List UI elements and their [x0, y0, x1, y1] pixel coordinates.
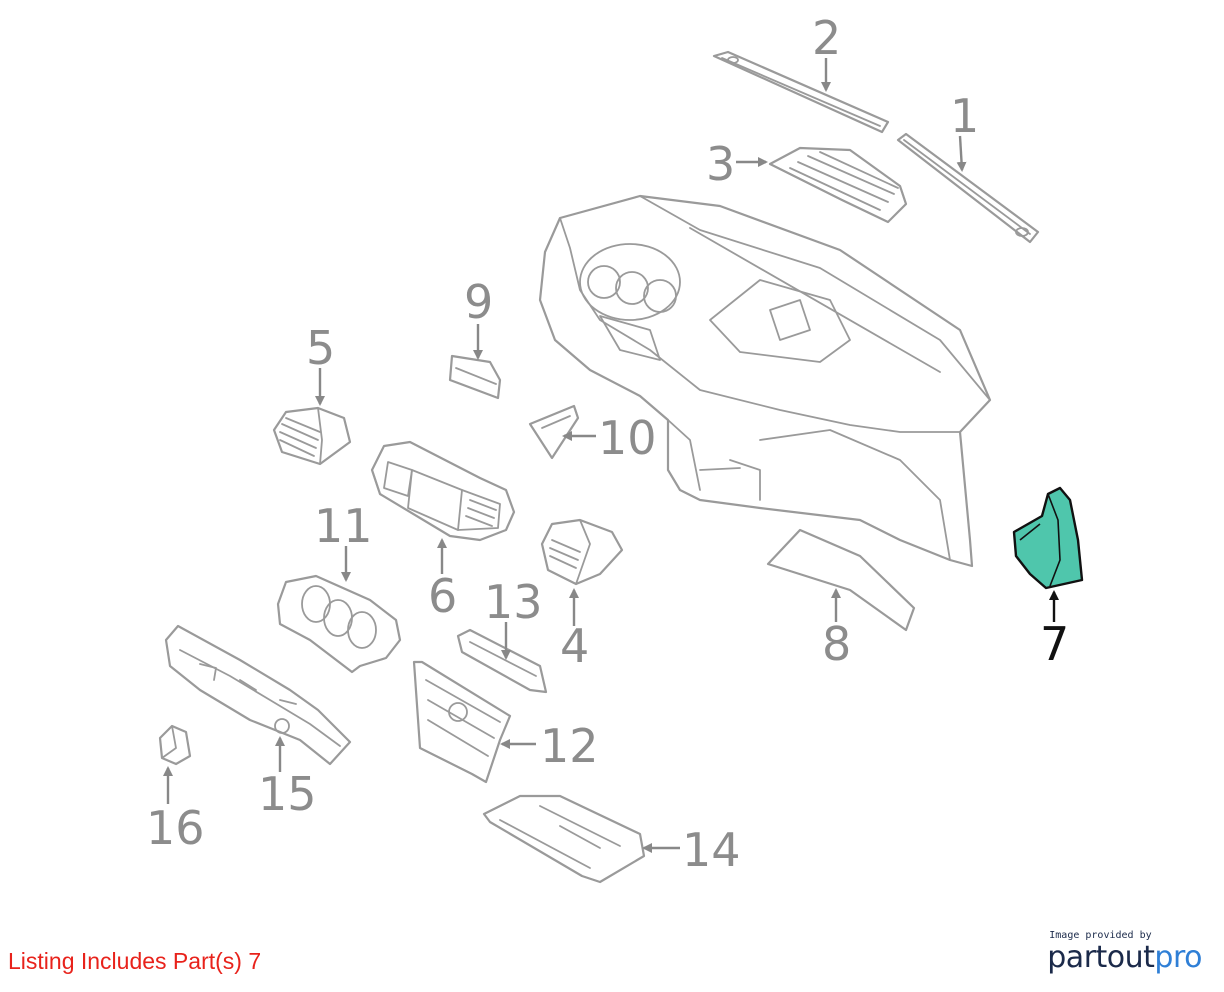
logo-part-b: pro	[1154, 940, 1202, 975]
listing-includes-text: Listing Includes Part(s) 7	[8, 948, 262, 974]
callout-labels: 1 2 3 4 5 6 7 8 9 10 11 12 13 14 15 16	[146, 11, 1069, 877]
callout-4: 4	[560, 619, 589, 673]
part-7-side-trim-highlighted	[1012, 486, 1084, 590]
part-10-trim	[528, 404, 580, 460]
callout-8: 8	[822, 617, 851, 671]
part-1-defroster-trim	[896, 132, 1040, 244]
callout-1: 1	[950, 89, 979, 143]
callout-3: 3	[706, 137, 735, 191]
callout-2: 2	[812, 11, 841, 65]
part-6-center-vent-assembly	[370, 440, 516, 542]
callout-14: 14	[682, 823, 741, 877]
image-credit: Image provided by partoutpro	[1047, 930, 1202, 975]
callout-arrows	[163, 58, 1059, 853]
callout-10: 10	[598, 411, 657, 465]
part-15-console-frame	[164, 624, 352, 766]
part-5-air-vent	[272, 406, 352, 466]
part-13-bracket	[456, 628, 548, 694]
callout-7: 7	[1040, 617, 1069, 671]
callout-12: 12	[540, 719, 599, 773]
callout-13: 13	[484, 575, 543, 629]
callout-16: 16	[146, 801, 205, 855]
logo-part-a: partout	[1047, 940, 1155, 975]
credit-caption: Image provided by	[1049, 930, 1152, 941]
callout-5: 5	[306, 321, 335, 375]
dashboard-panel	[538, 194, 992, 568]
part-8-trim-strip	[766, 528, 916, 632]
part-4-air-vent	[540, 518, 624, 586]
part-16-clip	[158, 724, 192, 766]
part-12-control-panel	[412, 660, 512, 784]
part-14-lower-panel	[482, 794, 646, 884]
part-2-defroster-trim	[712, 50, 890, 134]
part-3-defrost-grille	[768, 146, 908, 224]
partoutpro-logo: partoutpro	[1047, 941, 1202, 975]
callout-6: 6	[428, 569, 457, 623]
callout-9: 9	[464, 275, 493, 329]
part-9-trim	[448, 354, 502, 400]
callout-15: 15	[258, 767, 317, 821]
callout-11: 11	[314, 499, 373, 553]
part-11-cluster-bezel	[276, 574, 402, 674]
